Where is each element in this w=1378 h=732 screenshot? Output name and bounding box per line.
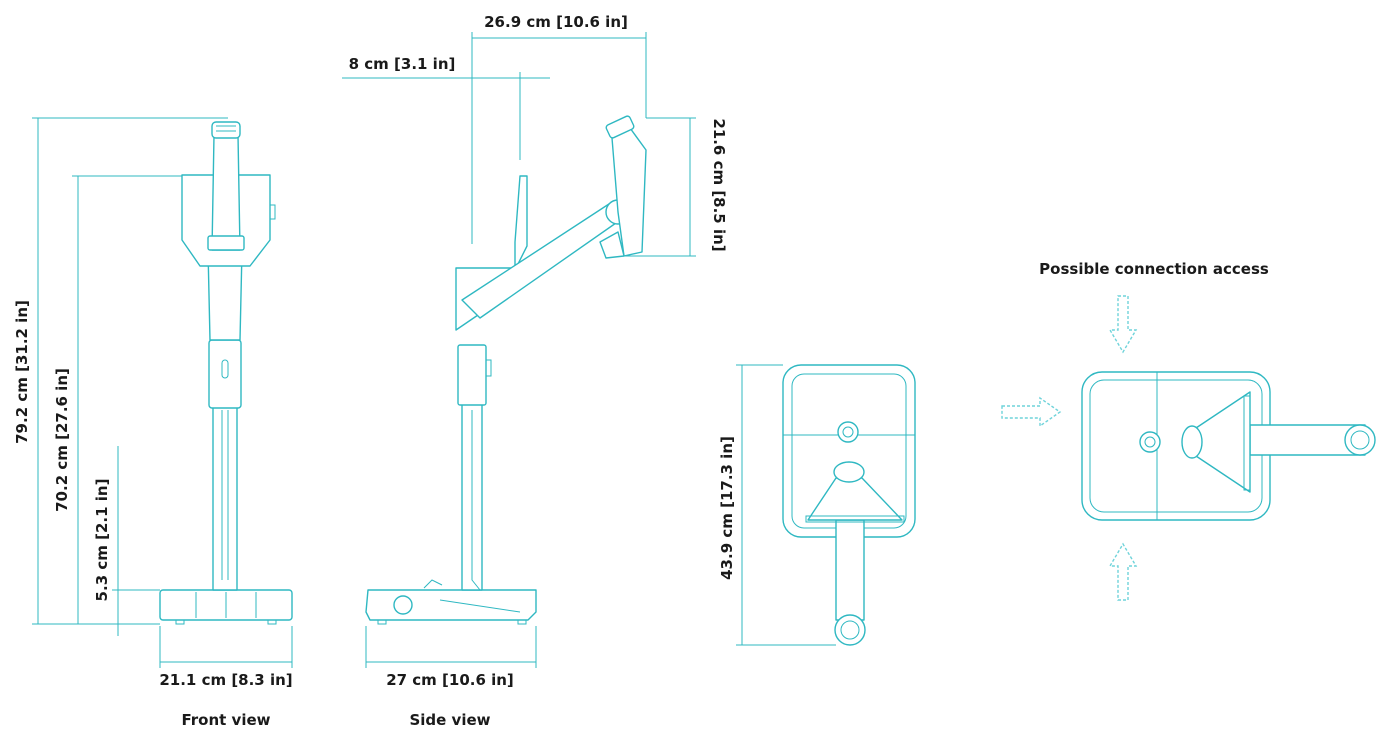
arrow-up-icon — [1108, 542, 1138, 601]
dim-base-depth-side: 27 cm [10.6 in] — [386, 671, 514, 689]
arrow-down-icon — [1108, 295, 1138, 354]
dim-base-height: 5.3 cm [2.1 in] — [93, 479, 111, 602]
dim-head-height: 21.6 cm [8.5 in] — [710, 118, 728, 251]
caption-access: Possible connection access — [1039, 260, 1269, 278]
dim-arm-reach: 26.9 cm [10.6 in] — [484, 13, 628, 31]
arrow-right-icon — [1001, 396, 1062, 428]
dim-base-width-front: 21.1 cm [8.3 in] — [159, 671, 292, 689]
dim-tray-offset: 8 cm [3.1 in] — [349, 55, 456, 73]
side-view-drawing — [365, 115, 647, 625]
dim-arm-height: 70.2 cm [27.6 in] — [53, 368, 71, 512]
access-view-drawing — [1081, 371, 1376, 521]
caption-front-view: Front view — [181, 711, 270, 729]
caption-side-view: Side view — [409, 711, 490, 729]
dim-total-height: 79.2 cm [31.2 in] — [13, 300, 31, 444]
top-view-drawing — [782, 364, 916, 646]
front-view-drawing — [159, 121, 293, 625]
dimension-lines — [32, 32, 836, 668]
dim-top-length: 43.9 cm [17.3 in] — [718, 436, 736, 580]
